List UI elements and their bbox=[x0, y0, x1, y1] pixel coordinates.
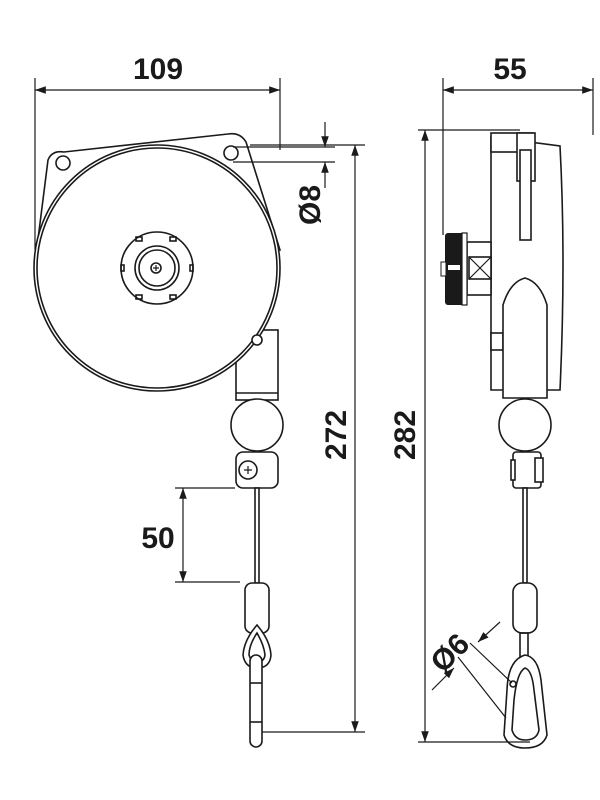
dim-width-label: 109 bbox=[133, 53, 183, 86]
dim-50-label: 50 bbox=[141, 522, 174, 555]
dim-hole-diameter-label: Ø8 bbox=[294, 185, 327, 225]
cable-sleeve-side bbox=[512, 582, 538, 634]
housing-bolt bbox=[251, 334, 263, 346]
dim-272-label: 272 bbox=[320, 410, 353, 460]
dim-282-label: 282 bbox=[389, 410, 422, 460]
dim-depth-label: 55 bbox=[493, 53, 526, 86]
carabiner bbox=[503, 654, 548, 749]
dim-hook-diameter-label: Ø6 bbox=[424, 627, 476, 679]
cable-stop-ball bbox=[230, 398, 284, 452]
adjust-screw bbox=[150, 262, 162, 274]
mount-hole-left bbox=[55, 155, 71, 171]
cable-side bbox=[522, 487, 528, 584]
hook-pin bbox=[249, 654, 263, 748]
cable-guide bbox=[502, 277, 548, 399]
cable bbox=[254, 487, 260, 584]
cable-stop-ball-side bbox=[498, 398, 552, 452]
dimension-lines bbox=[34, 78, 594, 743]
mount-hole-right bbox=[223, 145, 239, 161]
front-view bbox=[33, 132, 284, 748]
side-view bbox=[440, 132, 564, 749]
